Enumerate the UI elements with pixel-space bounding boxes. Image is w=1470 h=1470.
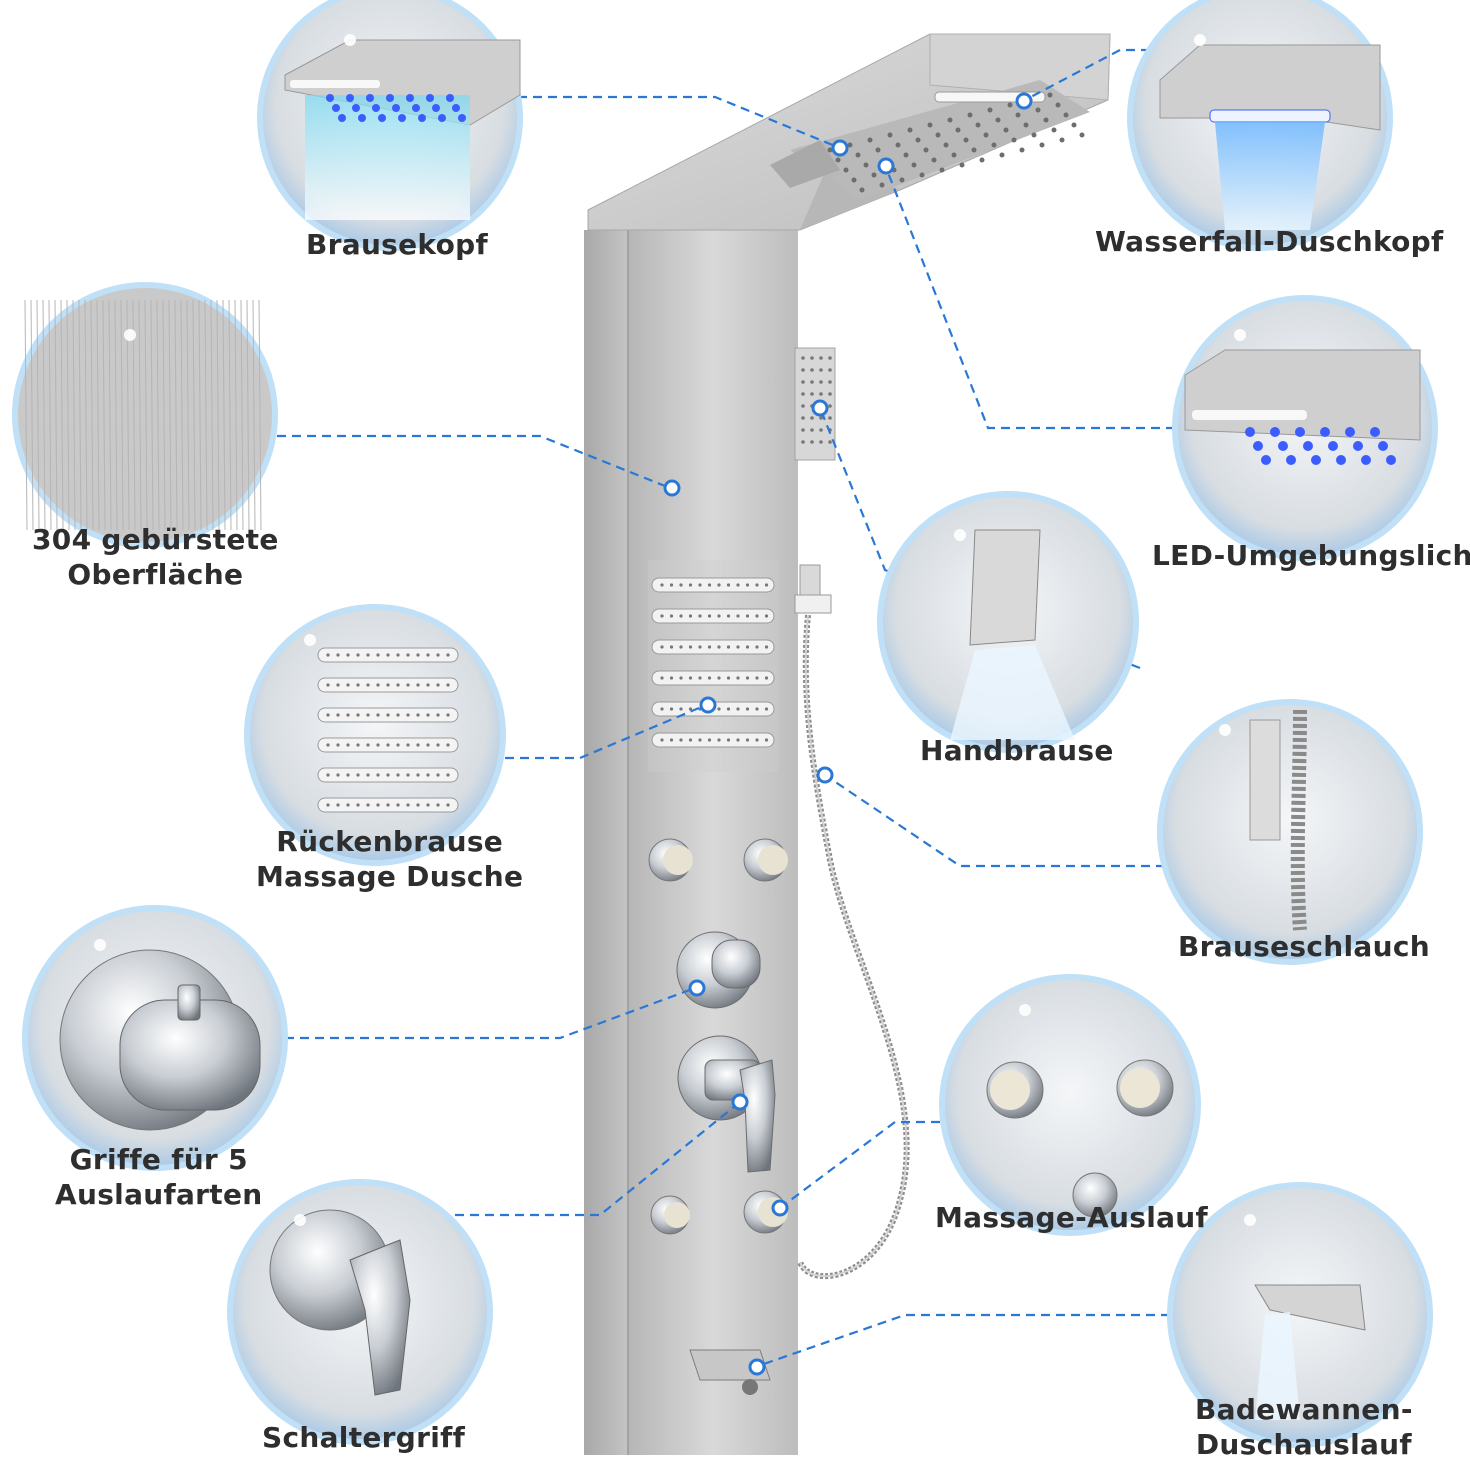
label-oberflaeche-line1: 304 gebürstete — [32, 523, 279, 556]
label-massage-auslauf: Massage-Auslauf — [935, 1201, 1209, 1234]
hand-shower-icon — [794, 347, 836, 614]
massage-jet-icon — [648, 838, 788, 1235]
callout-lines — [277, 48, 1175, 1368]
bubble-back-massage — [244, 604, 506, 866]
label-badewannen-duschauslauf: Badewannen- Duschauslauf — [1195, 1392, 1413, 1462]
head-nozzles — [827, 92, 1085, 193]
label-led-umgebungslicht: LED-Umgebungslicht — [1152, 539, 1470, 572]
label-schaltergriff: Schaltergriff — [262, 1421, 466, 1454]
bubble-rain-shower — [257, 0, 523, 251]
bubble-brushed-surface — [12, 282, 278, 548]
label-rueckenbrause: Rückenbrause Massage Dusche — [256, 824, 523, 894]
bubble-led — [1172, 295, 1438, 561]
label-griffe-line2: Auslaufarten — [55, 1178, 263, 1211]
label-griffe: Griffe für 5 Auslaufarten — [55, 1142, 263, 1212]
bubble-hose — [1157, 699, 1423, 965]
label-handbrause: Handbrause — [920, 734, 1114, 767]
label-rueckenbrause-line1: Rückenbrause — [276, 825, 504, 858]
bubble-tub-spout — [1167, 1182, 1433, 1448]
tub-spout-icon — [689, 1349, 771, 1395]
label-badewanne-line2: Duschauslauf — [1195, 1428, 1412, 1461]
bubble-thermostat — [22, 905, 288, 1171]
back-massage-slots — [648, 560, 778, 772]
label-griffe-line1: Griffe für 5 — [69, 1143, 248, 1176]
sparkles — [94, 34, 1256, 1226]
hose-icon — [797, 614, 910, 1280]
bubble-massage-jet — [939, 974, 1201, 1236]
callout-dots — [663, 92, 1033, 1376]
label-badewanne-line1: Badewannen- — [1195, 1393, 1413, 1426]
label-rueckenbrause-line2: Massage Dusche — [256, 860, 524, 893]
label-oberflaeche: 304 gebürstete Oberfläche — [32, 522, 279, 592]
label-oberflaeche-line2: Oberfläche — [67, 558, 244, 591]
label-brausekopf: Brausekopf — [306, 228, 488, 261]
bubble-lever — [227, 1179, 493, 1445]
label-wasserfall-duschkopf: Wasserfall-Duschkopf — [1095, 225, 1444, 258]
bubble-hand-shower — [877, 491, 1139, 753]
label-brauseschlauch: Brauseschlauch — [1178, 930, 1430, 963]
bubble-waterfall — [1127, 0, 1393, 251]
